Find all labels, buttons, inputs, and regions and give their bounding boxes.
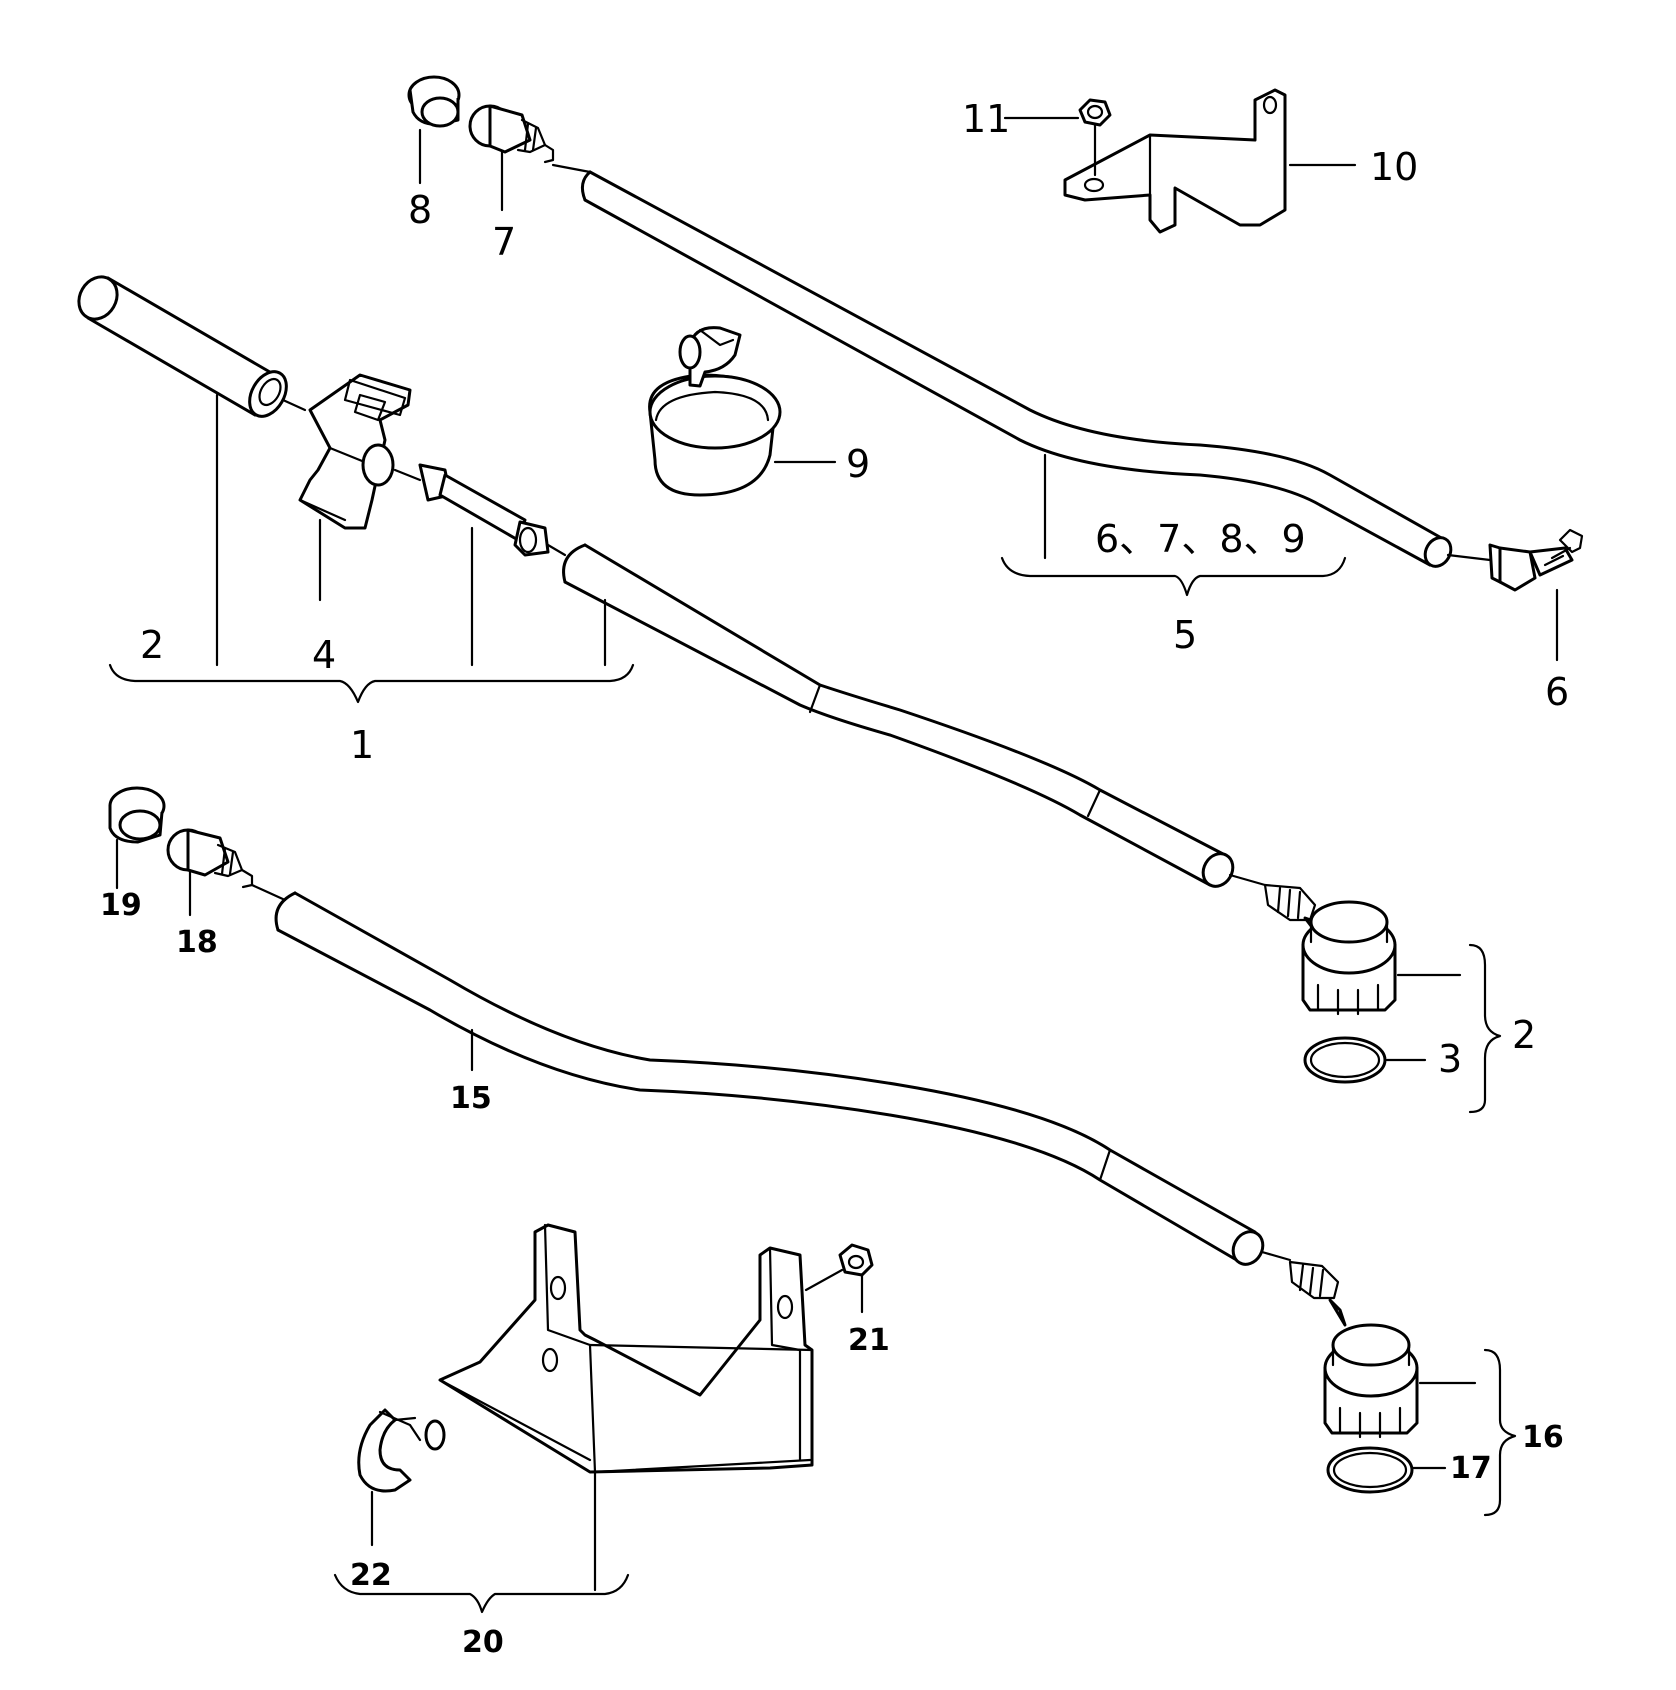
label-3: 3 bbox=[1438, 1037, 1462, 1081]
label-1: 1 bbox=[350, 723, 374, 767]
label-17: 17 bbox=[1450, 1451, 1492, 1486]
hose-1 bbox=[562, 543, 1267, 888]
label-11: 11 bbox=[962, 97, 1010, 141]
elbow-fitting-6 bbox=[1488, 528, 1584, 592]
brace-16 bbox=[1483, 1348, 1517, 1517]
label-9: 9 bbox=[846, 442, 870, 486]
sleeve-8 bbox=[407, 75, 461, 128]
fitting-7 bbox=[468, 104, 555, 164]
label-15: 15 bbox=[450, 1081, 492, 1116]
label-4: 4 bbox=[312, 633, 336, 677]
brace-1 bbox=[108, 663, 635, 704]
brace-2 bbox=[1468, 943, 1502, 1114]
hose-5 bbox=[551, 163, 1492, 568]
label-16: 16 bbox=[1522, 1420, 1564, 1455]
label-5-group: 6、7、8、9 bbox=[1095, 517, 1306, 561]
brace-5 bbox=[1000, 556, 1347, 597]
fitting-nut-16 bbox=[1288, 1260, 1419, 1439]
label-8: 8 bbox=[408, 188, 432, 232]
clip-22 bbox=[357, 1408, 446, 1493]
fitting-18 bbox=[166, 828, 254, 889]
label-22: 22 bbox=[350, 1558, 392, 1593]
label-2: 2 bbox=[140, 623, 164, 667]
clip-4 bbox=[298, 373, 412, 530]
o-ring-3 bbox=[1303, 1036, 1387, 1084]
label-2b: 2 bbox=[1512, 1013, 1536, 1057]
label-20: 20 bbox=[462, 1625, 504, 1660]
sleeve-19 bbox=[108, 786, 166, 844]
label-18: 18 bbox=[176, 925, 218, 960]
label-6: 6 bbox=[1545, 670, 1569, 714]
hose-sleeve-2 bbox=[77, 275, 307, 418]
label-10: 10 bbox=[1370, 145, 1418, 189]
hose-15 bbox=[250, 883, 1292, 1266]
label-5: 5 bbox=[1173, 613, 1197, 657]
o-ring-17 bbox=[1326, 1446, 1414, 1494]
nut-21 bbox=[804, 1243, 874, 1314]
fitting-nut-2 bbox=[1263, 883, 1397, 1016]
brace-20 bbox=[333, 1573, 630, 1614]
nut-11 bbox=[1078, 98, 1112, 177]
bracket-10 bbox=[1063, 88, 1287, 234]
label-19: 19 bbox=[100, 888, 142, 923]
clamp-9 bbox=[648, 326, 782, 497]
bracket-20 bbox=[438, 1223, 814, 1474]
label-7: 7 bbox=[492, 220, 516, 264]
label-21: 21 bbox=[848, 1323, 890, 1358]
connector-tube bbox=[393, 463, 567, 557]
